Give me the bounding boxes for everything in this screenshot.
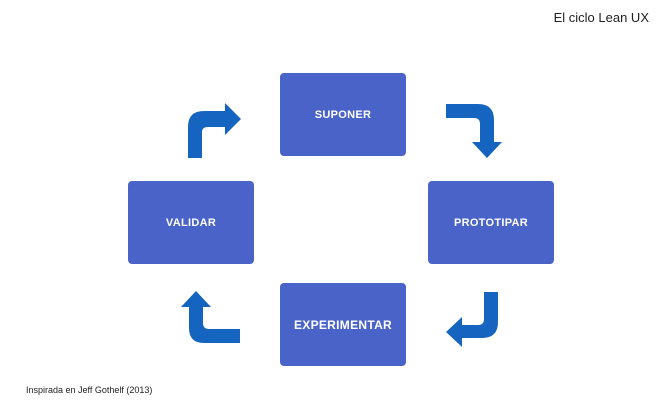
arrow-prototipar-to-experimentar-icon	[446, 292, 498, 347]
arrow-experimentar-to-validar-icon	[181, 291, 240, 343]
arrow-validar-to-suponer-icon	[188, 103, 241, 158]
step-validar: VALIDAR	[128, 181, 254, 264]
step-prototipar: PROTOTIPAR	[428, 181, 554, 264]
step-experimentar: EXPERIMENTAR	[280, 283, 406, 366]
arrow-suponer-to-prototipar-icon	[446, 104, 502, 158]
diagram-title: El ciclo Lean UX	[553, 10, 649, 25]
credit-text: Inspirada en Jeff Gothelf (2013)	[26, 385, 153, 395]
step-suponer: SUPONER	[280, 73, 406, 156]
